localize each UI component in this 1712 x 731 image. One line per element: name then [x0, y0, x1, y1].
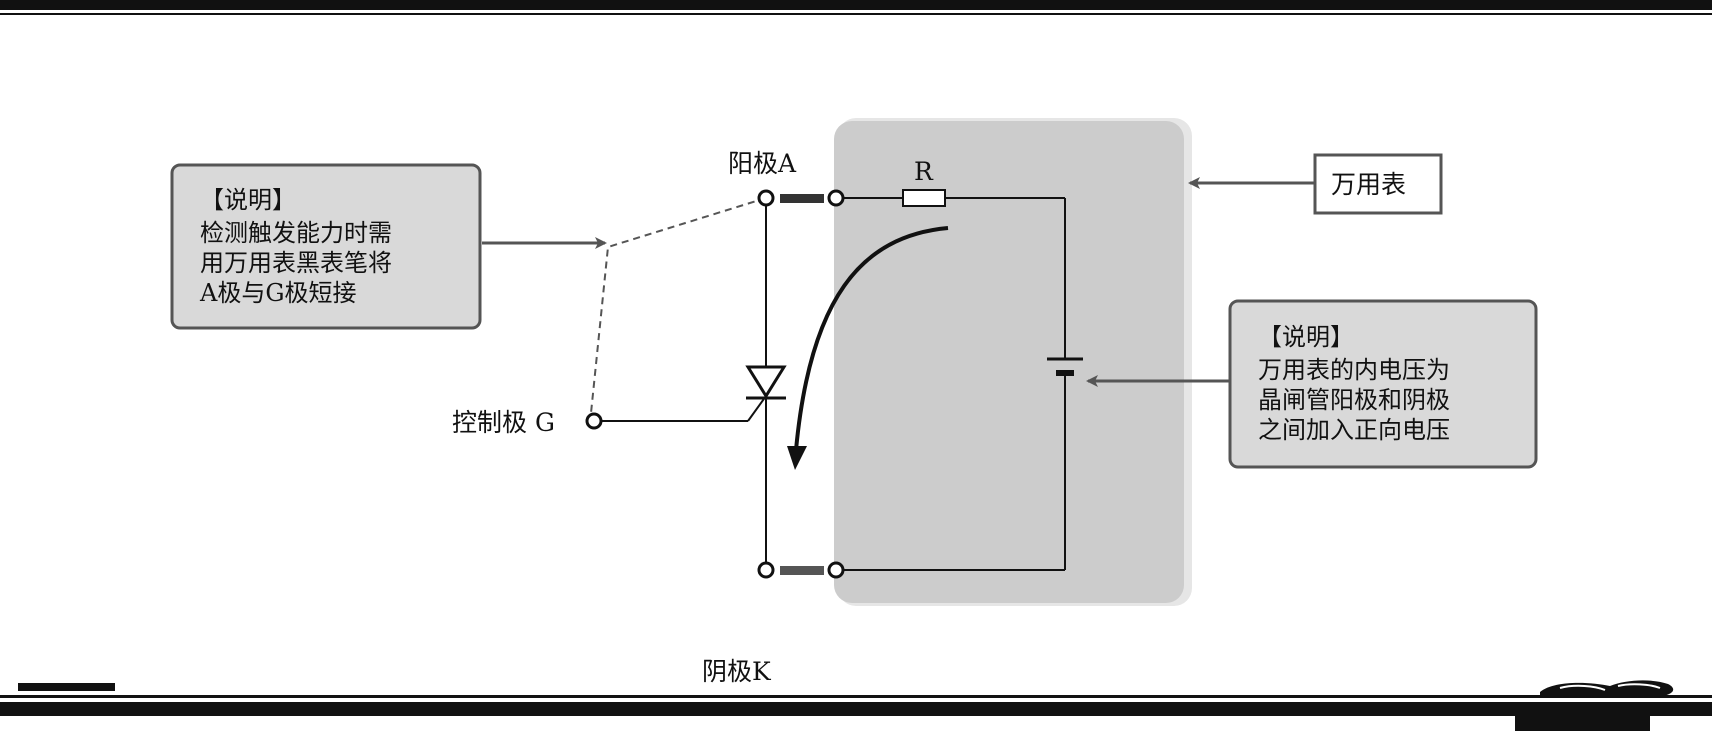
scan-smudge [1540, 680, 1674, 697]
note-right-title: 【说明】 [1258, 323, 1354, 351]
meter-label-box: 万用表 [1313, 153, 1443, 215]
anode-label: 阳极A [728, 149, 797, 178]
multimeter-panel [834, 118, 1192, 606]
note-left-line: A极与G极短接 [199, 279, 357, 307]
meter-label: 万用表 [1331, 170, 1406, 199]
note-right-line: 万用表的内电压为 [1258, 356, 1450, 384]
note-right: 【说明】 万用表的内电压为 晶闸管阳极和阴极 之间加入正向电压 [1228, 299, 1538, 469]
meter-terminal-top [827, 189, 845, 207]
page-border-bottom [0, 683, 1712, 731]
page-border-top [0, 0, 1712, 15]
cathode-terminal [757, 561, 775, 579]
resistor-symbol [902, 189, 946, 207]
cathode-test-lead [780, 566, 824, 575]
gate-label: 控制极 G [452, 408, 555, 437]
gate-terminal [585, 412, 603, 430]
battery-symbol [1047, 357, 1083, 376]
note-right-line: 晶闸管阳极和阴极 [1258, 386, 1450, 414]
thyristor-symbol [745, 365, 787, 400]
short-circuit-lead [590, 197, 767, 414]
note-left-title: 【说明】 [200, 186, 296, 214]
meter-terminal-bottom [827, 561, 845, 579]
anode-test-lead [780, 194, 824, 203]
current-flow-arrow [787, 226, 949, 470]
resistor-label: R [914, 157, 934, 186]
anode-terminal [757, 189, 775, 207]
note-left-line: 用万用表黑表笔将 [200, 249, 392, 277]
cathode-label: 阴极K [702, 657, 772, 686]
note-right-line: 之间加入正向电压 [1258, 416, 1450, 444]
note-left-line: 检测触发能力时需 [200, 219, 392, 247]
note-left: 【说明】 检测触发能力时需 用万用表黑表笔将 A极与G极短接 [170, 163, 482, 330]
